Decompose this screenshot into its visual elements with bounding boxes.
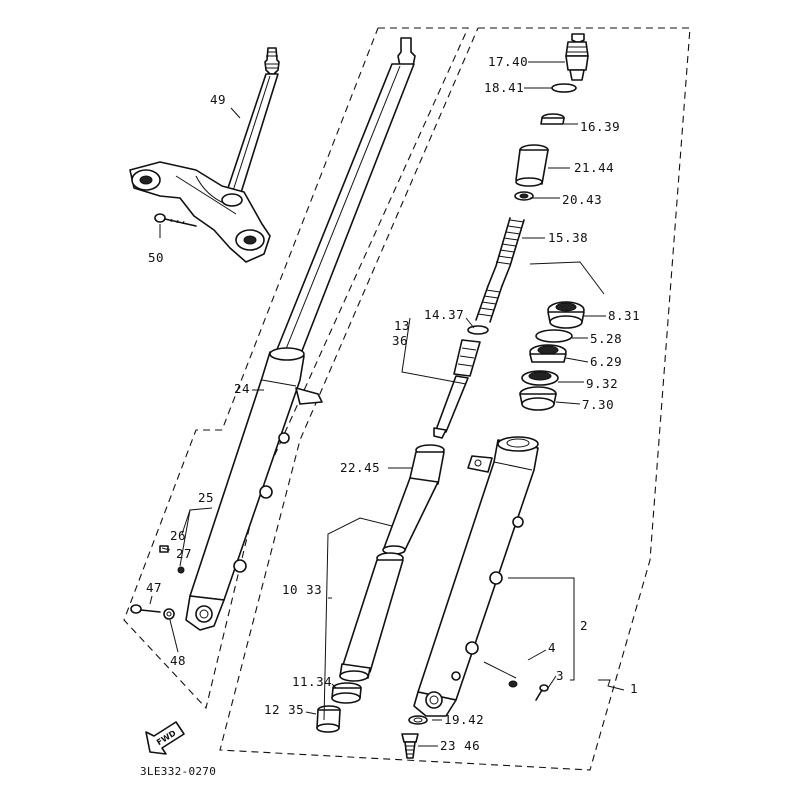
spacer-16	[540, 113, 565, 125]
slide-metal-12	[316, 705, 341, 733]
label-7-30: 7.30	[582, 397, 614, 412]
label-49: 49	[210, 92, 226, 107]
inner-tube-10	[339, 552, 404, 682]
label-14-37: 14.37	[424, 307, 464, 322]
label-5-28: 5.28	[590, 331, 622, 346]
damper-tube-22	[382, 444, 445, 555]
label-17-40: 17.40	[488, 54, 528, 69]
leader-lines	[149, 61, 625, 747]
label-23-46: 23 46	[440, 738, 480, 753]
label-3: 3	[556, 668, 564, 683]
label-21-44: 21.44	[574, 160, 614, 175]
bolt-50	[154, 213, 197, 227]
label-9-32: 9.32	[586, 376, 618, 391]
label-1: 1	[630, 681, 638, 696]
collar-21	[515, 144, 549, 187]
label-27: 27	[176, 546, 192, 561]
slide-metal-7	[519, 386, 557, 411]
label-36: 36	[392, 333, 408, 348]
fork-assembly-boundary-left	[123, 27, 469, 710]
label-4: 4	[548, 640, 556, 655]
left-outer-tube-24	[185, 347, 323, 631]
label-16-39: 16.39	[580, 119, 620, 134]
right-fork-small-parts	[401, 680, 549, 759]
lower-bracket	[129, 161, 271, 263]
oil-seal-6	[529, 344, 567, 363]
o-ring-18	[551, 83, 577, 93]
left-inner-tube	[275, 37, 416, 357]
washer-20	[514, 191, 534, 201]
label-20-43: 20.43	[562, 192, 602, 207]
part-labels: 49 50 24 25 26 27 47 48 1 2 3 4 13 36 14…	[146, 54, 640, 753]
fork-assembly-boundary-right	[219, 27, 691, 771]
retaining-clip-5	[535, 329, 573, 343]
label-50: 50	[148, 250, 164, 265]
label-47: 47	[146, 580, 162, 595]
dust-seal-8	[547, 301, 585, 329]
cap-bolt-17	[565, 33, 589, 81]
damper-rod-assembly	[433, 325, 489, 439]
label-22-45: 22.45	[340, 460, 380, 475]
label-24: 24	[234, 381, 250, 396]
label-15-38: 15.38	[548, 230, 588, 245]
label-10-33: 10 33	[282, 582, 322, 597]
fwd-arrow: FWD	[145, 721, 185, 755]
label-12-35: 12 35	[264, 702, 304, 717]
label-19-42: 19.42	[444, 712, 484, 727]
label-25: 25	[198, 490, 214, 505]
label-2: 2	[580, 618, 588, 633]
washer-11	[331, 682, 362, 704]
label-13: 13	[394, 318, 410, 333]
fork-spring-15	[475, 217, 525, 323]
label-6-29: 6.29	[590, 354, 622, 369]
label-18-41: 18.41	[484, 80, 524, 95]
label-48: 48	[170, 653, 186, 668]
label-8-31: 8.31	[608, 308, 640, 323]
washer-9	[521, 370, 559, 386]
label-11-34: 11.34	[292, 674, 332, 689]
label-26: 26	[170, 528, 186, 543]
drawing-code: 3LE332-0270	[140, 765, 216, 778]
right-outer-tube-2	[413, 436, 539, 717]
steering-stem-49	[225, 47, 280, 197]
